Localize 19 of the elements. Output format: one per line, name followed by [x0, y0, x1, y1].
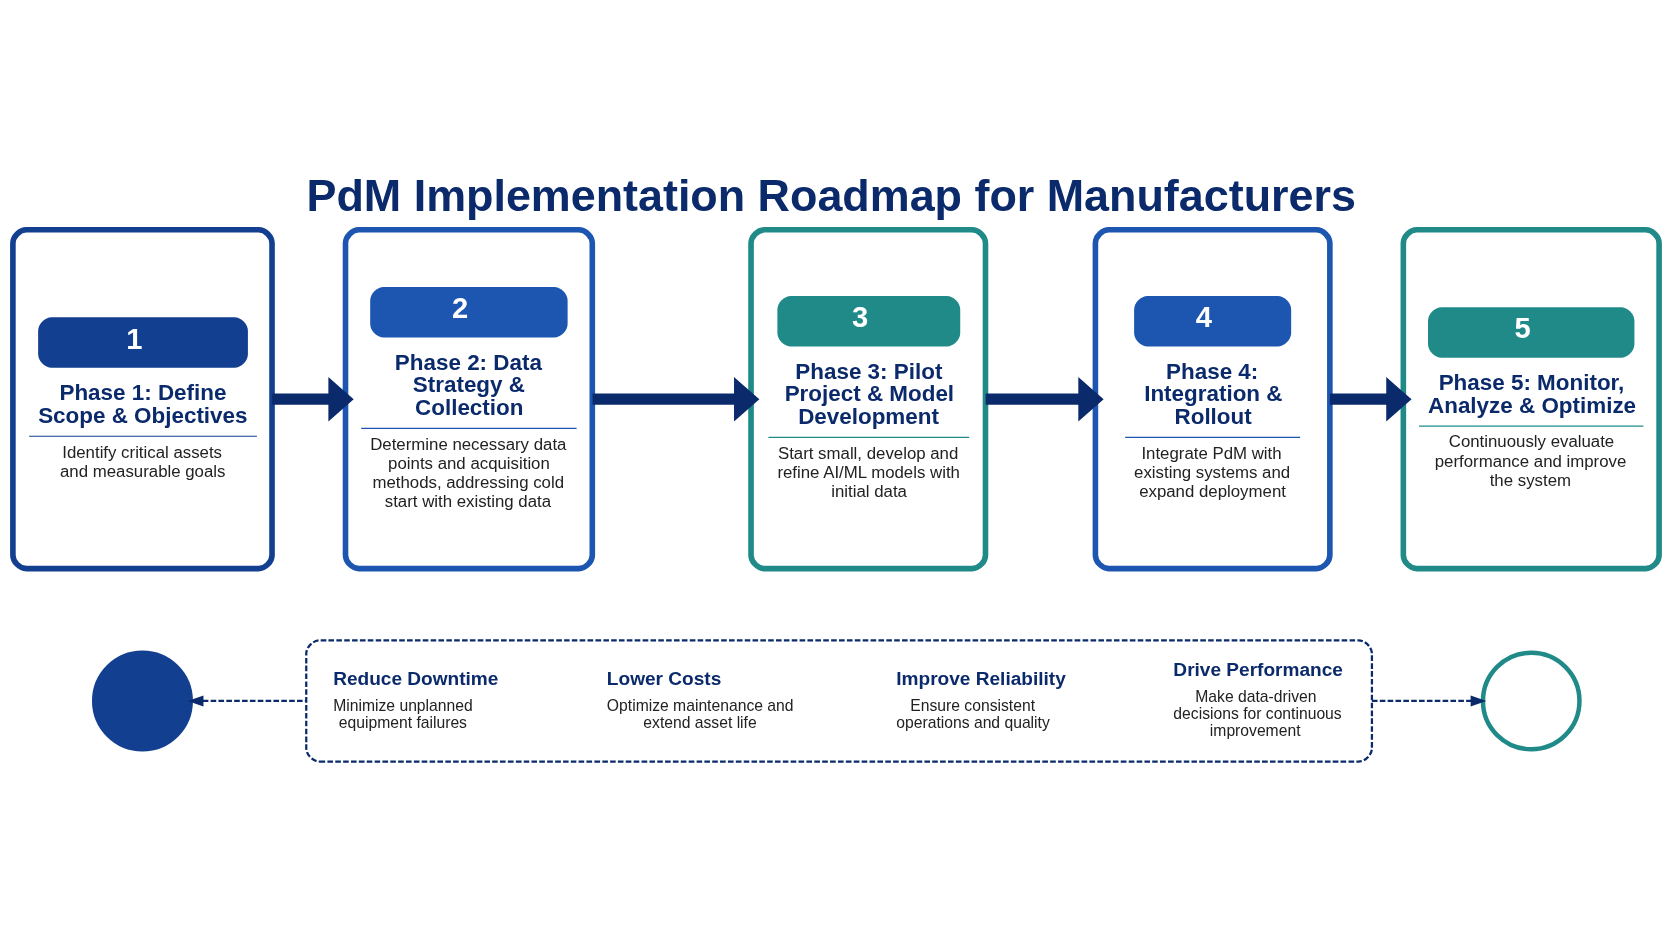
- arrow: [1329, 376, 1412, 421]
- node-box: 3 Phase 3: Pilot Project & Model Development Start small, develop and refine AI/ML models with initial data: [748, 226, 989, 571]
- node-box: 1 Phase 1: Define Scope & Objectives Identify critical assets and measurable goals: [10, 226, 275, 571]
- arrow: [187, 694, 307, 706]
- cluster: [305, 638, 1374, 763]
- node-box: 5 Phase 5: Monitor, Analyze & Optimize Continuously evaluate performance and improve the system: [1400, 226, 1662, 571]
- node-text: Improve Reliability Ensure consistent operations and quality: [896, 667, 1066, 731]
- node-circle: [1480, 650, 1582, 751]
- arrow: [592, 376, 760, 421]
- node-text: Drive Performance Make data-driven decisions for continuous improvement: [1173, 658, 1343, 739]
- node-box: 4 Phase 4: Integration & Rollout Integrate PdM with existing systems and expand deployment: [1092, 226, 1333, 571]
- node-text: Reduce Downtime Minimize unplanned equipment failures: [333, 667, 499, 731]
- node-circle: [92, 650, 193, 751]
- arrow: [985, 376, 1104, 421]
- arrow: [272, 376, 354, 421]
- node-box: 2 Phase 2: Data Strategy & Collection Determine necessary data points and acquisition methods, addressing cold start with existing data: [342, 226, 596, 571]
- diagram-title: PdM Implementation Roadmap for Manufacturers: [306, 169, 1356, 221]
- arrow: [1371, 694, 1487, 706]
- node-text: Lower Costs Optimize maintenance and extend asset life: [606, 667, 794, 731]
